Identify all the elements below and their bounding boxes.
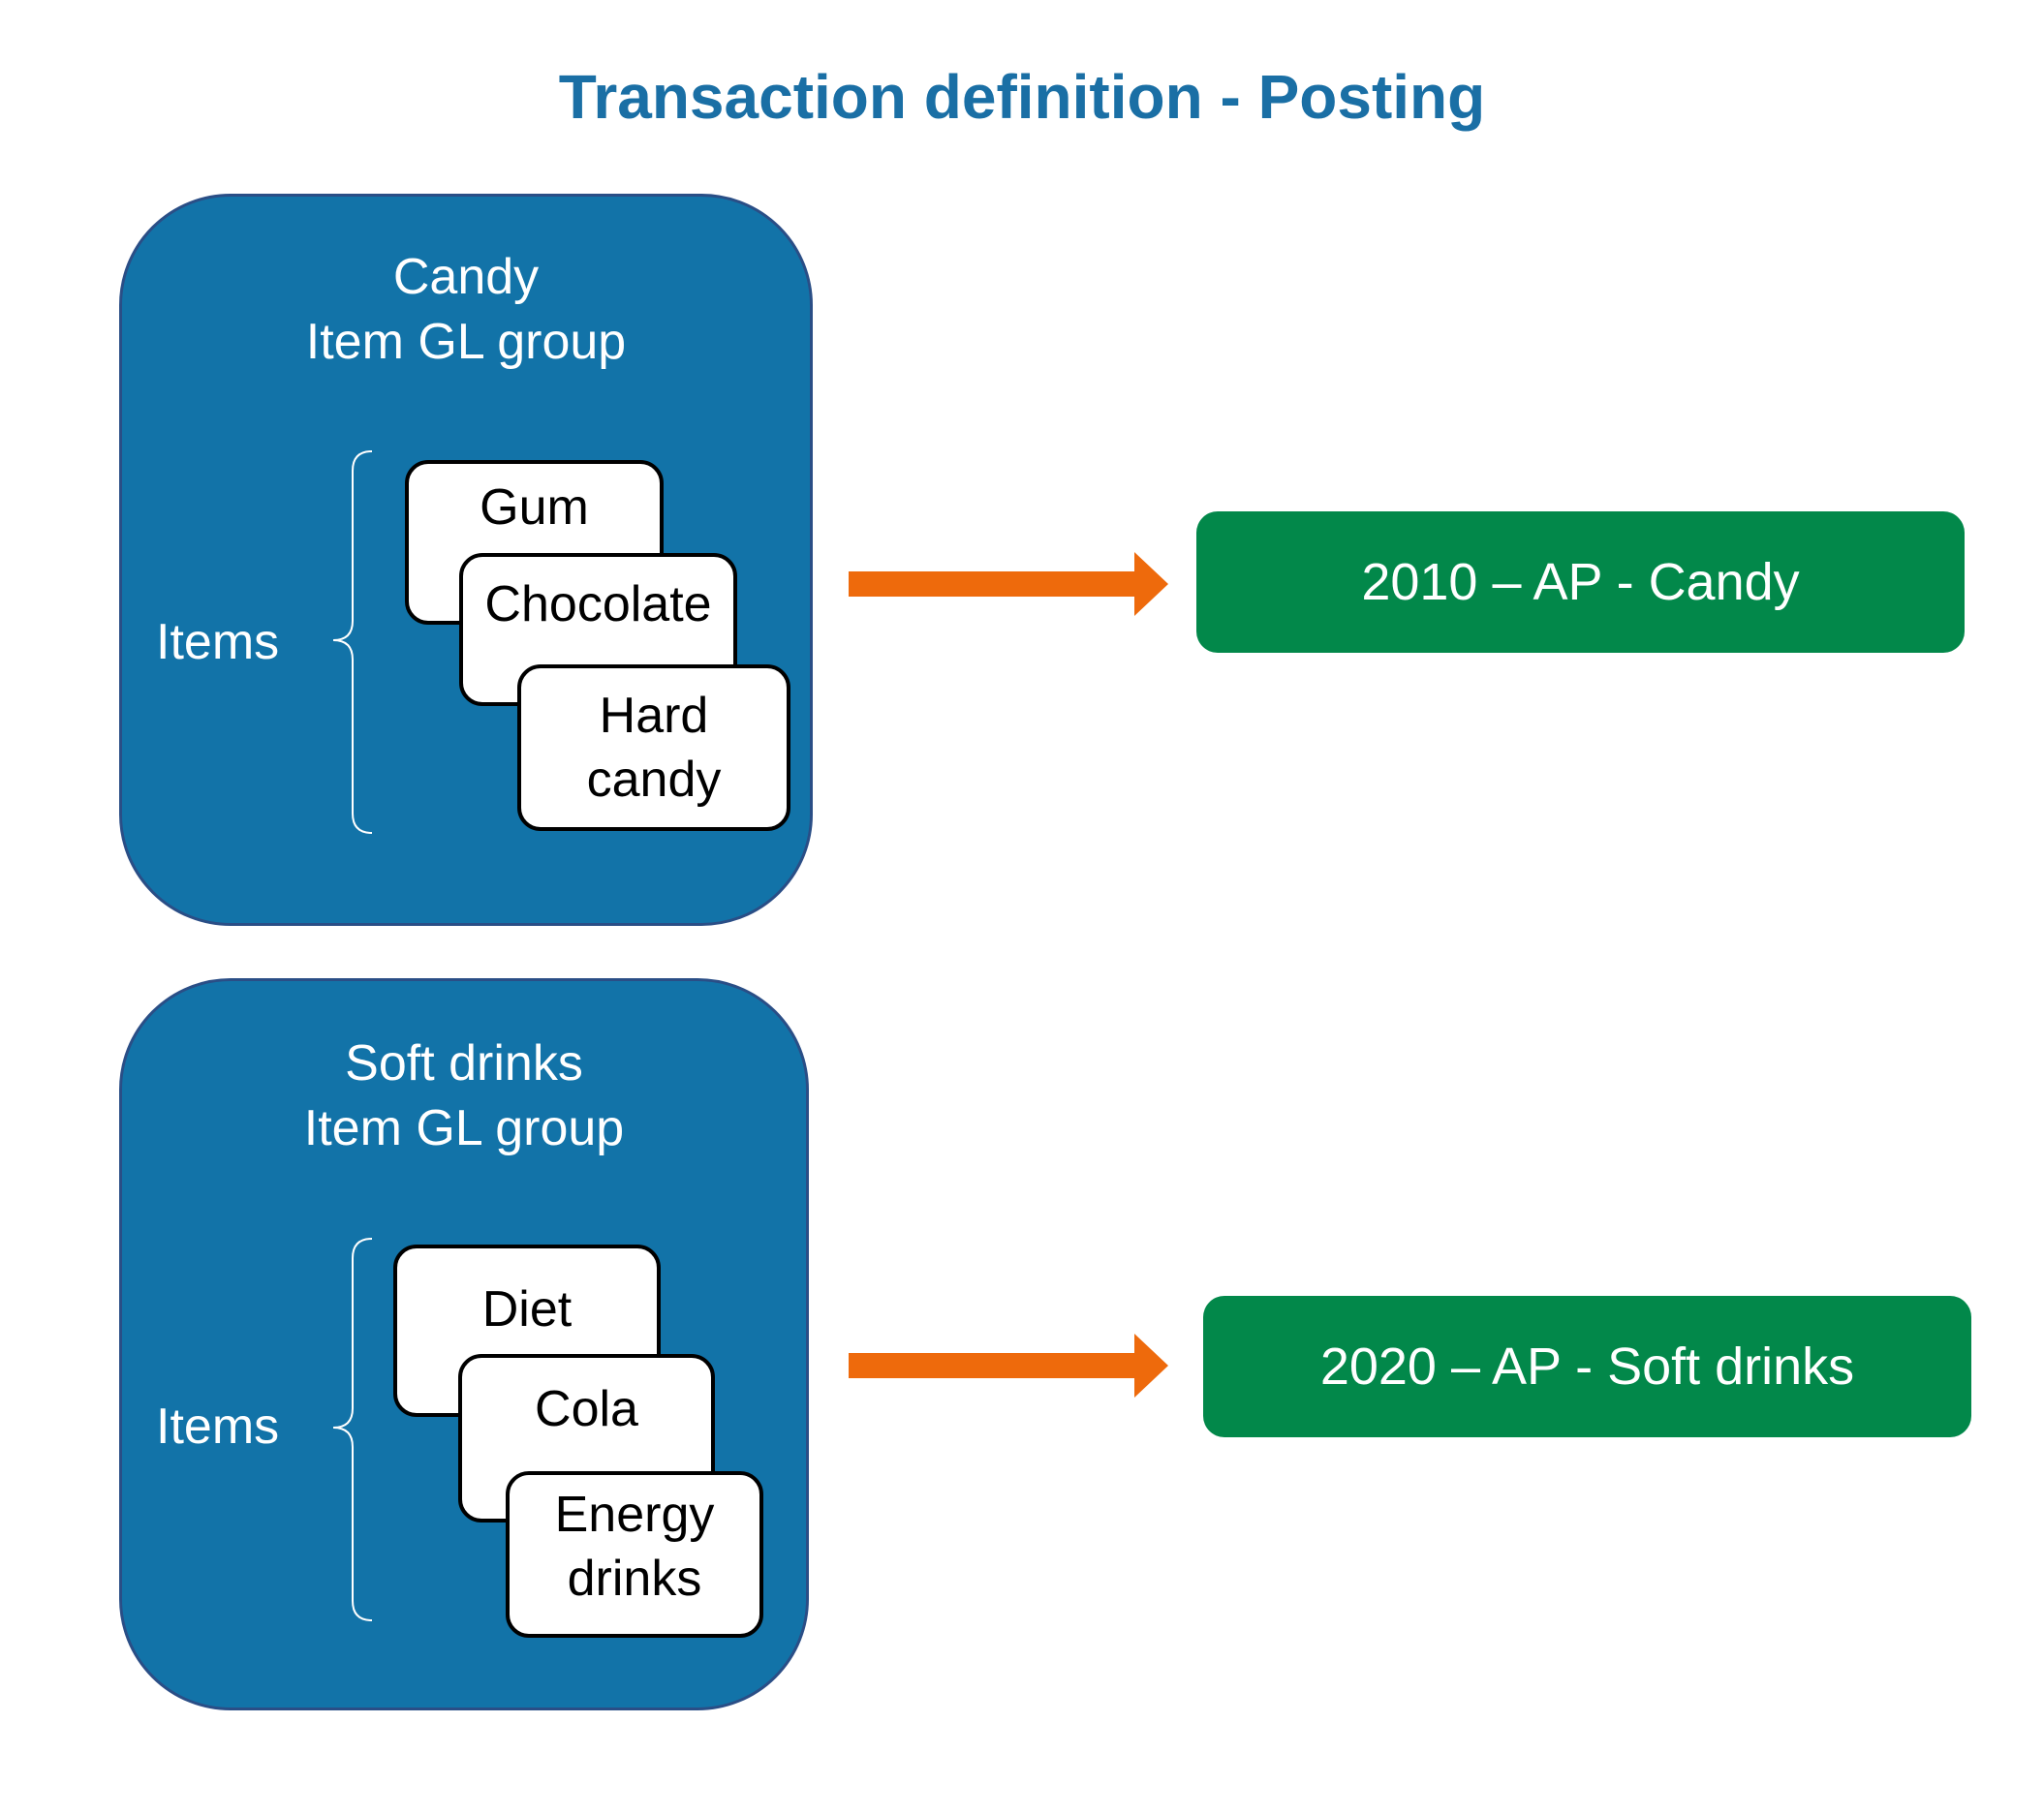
group-name: Soft drinks <box>345 1035 583 1092</box>
gl-account-candy: 2010 – AP - Candy <box>1196 511 1965 653</box>
item-gl-group-soft-drinks: Soft drinks Item GL group Items Diet Col… <box>119 978 809 1710</box>
items-brace <box>332 450 373 834</box>
item-label: Chocolate <box>484 576 712 632</box>
items-brace <box>332 1238 373 1621</box>
group-type-label: Item GL group <box>305 314 627 370</box>
item-label: Hard candy <box>586 688 722 808</box>
page-title: Transaction definition - Posting <box>558 62 1486 132</box>
group-name: Candy <box>392 249 540 305</box>
gl-account-soft-drinks: 2020 – AP - Soft drinks <box>1203 1296 1971 1437</box>
group-title: Candy Item GL group <box>122 245 810 375</box>
arrow-icon <box>849 1334 1168 1398</box>
item-label: Gum <box>480 479 589 536</box>
items-label: Items <box>156 614 280 670</box>
item-gl-group-candy: Candy Item GL group Items Gum Chocolate … <box>119 194 813 926</box>
item-card-hard-candy: Hard candy <box>517 664 790 831</box>
item-label: Cola <box>535 1381 638 1437</box>
arrow-icon <box>849 552 1168 616</box>
item-card-energy-drinks: Energy drinks <box>506 1471 763 1638</box>
items-label: Items <box>156 1399 280 1455</box>
group-type-label: Item GL group <box>303 1100 625 1156</box>
item-label: Diet <box>481 1281 573 1338</box>
group-title: Soft drinks Item GL group <box>122 1031 806 1161</box>
item-label: Energy drinks <box>554 1487 715 1607</box>
